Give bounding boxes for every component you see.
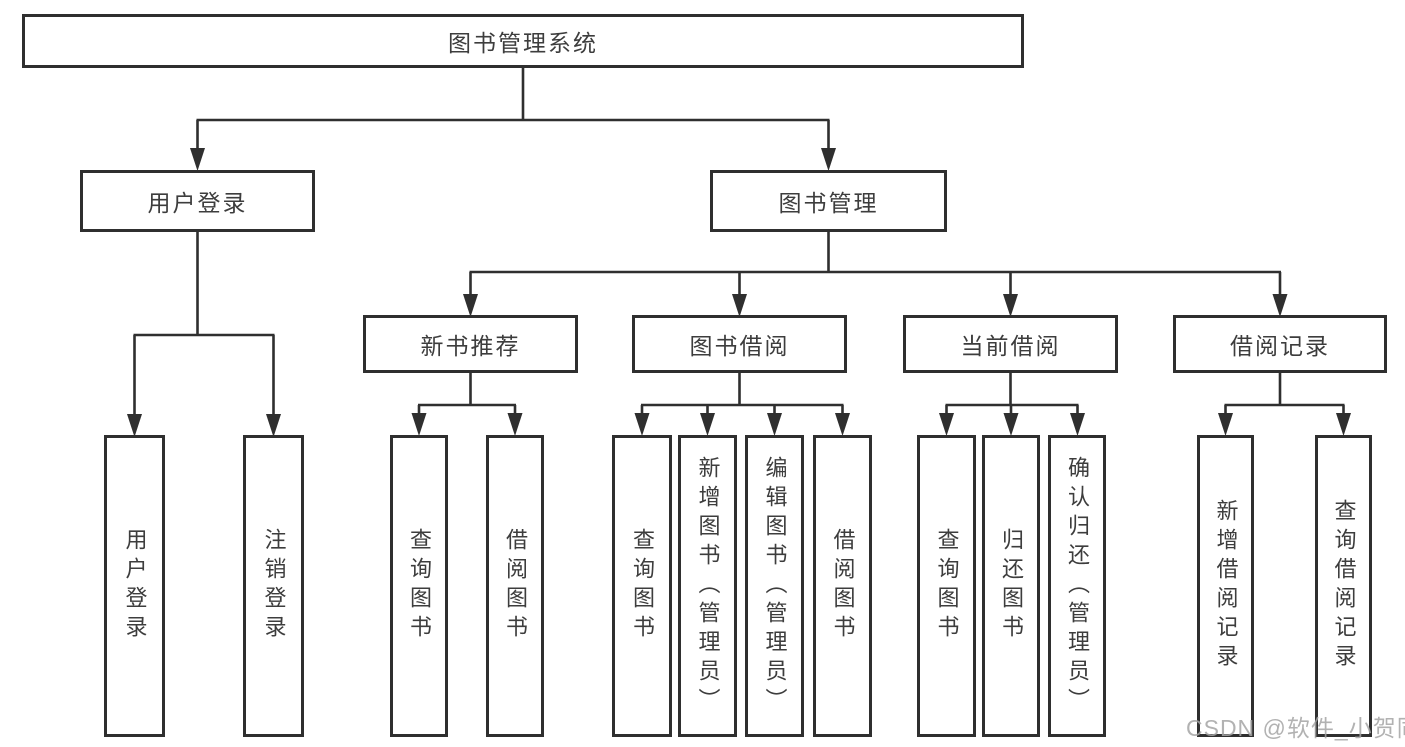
leaf-current-return-books: 归还图书: [982, 435, 1040, 737]
leaf-borrowing-query-books: 查询图书: [612, 435, 672, 737]
leaf-user-login: 用户登录: [104, 435, 165, 737]
leaf-newbook-borrow-books: 借阅图书: [486, 435, 544, 737]
leaf-borrowing-add-books-admin: 新增图书（管理员）: [678, 435, 737, 737]
connector-paths: [133, 68, 1345, 416]
leaf-borrowing-edit-books-admin: 编辑图书（管理员）: [745, 435, 804, 737]
leaf-current-query-books: 查询图书: [917, 435, 976, 737]
leaf-newbook-query-books: 查询图书: [390, 435, 448, 737]
leaf-records-query-record: 查询借阅记录: [1315, 435, 1372, 737]
leaf-current-confirm-return-admin: 确认归还（管理员）: [1048, 435, 1106, 737]
leaf-records-add-record: 新增借阅记录: [1197, 435, 1254, 737]
node-library-management-system: 图书管理系统: [22, 14, 1024, 68]
arrowheads: [127, 148, 1351, 437]
node-current-borrowing: 当前借阅: [903, 315, 1118, 373]
node-new-book-recommend: 新书推荐: [363, 315, 578, 373]
node-user-login: 用户登录: [80, 170, 315, 232]
node-book-management: 图书管理: [710, 170, 947, 232]
watermark: CSDN @软件_小贺同学: [1186, 715, 1405, 741]
node-book-borrowing: 图书借阅: [632, 315, 847, 373]
node-borrowing-records: 借阅记录: [1173, 315, 1387, 373]
leaf-logout: 注销登录: [243, 435, 304, 737]
leaf-borrowing-borrow-books: 借阅图书: [813, 435, 872, 737]
